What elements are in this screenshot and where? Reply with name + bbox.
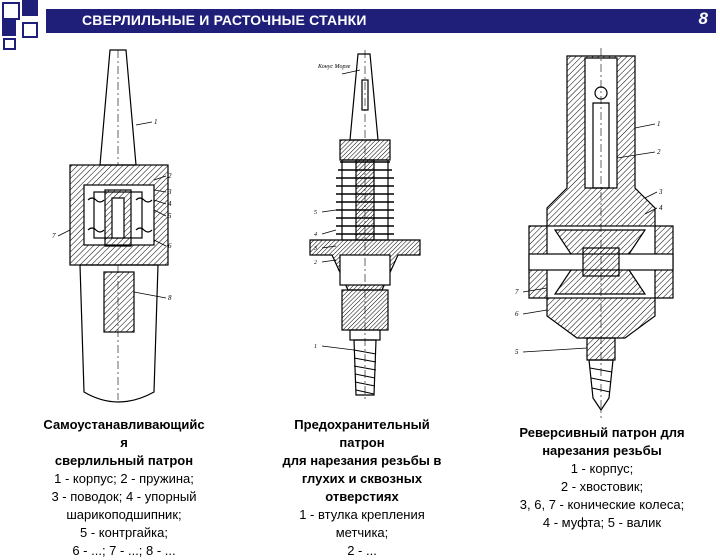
tapping-chuck-figure: Конус Морзе 5 4 3 2 1	[309, 50, 421, 400]
fig-label: 5	[168, 212, 172, 220]
caption-tapping-chuck: Предохранительный патрон для нарезания р…	[262, 416, 462, 560]
caption-line: 6 - ...; 7 - ...; 8 - ...	[72, 543, 176, 558]
caption-reversing-chuck: Реверсивный патрон для нарезания резьбы …	[494, 424, 710, 532]
fig-label: 3	[313, 246, 317, 252]
fig-label: 8	[168, 294, 172, 302]
caption-title-line: Предохранительный	[294, 417, 430, 432]
fig-label: 4	[168, 200, 172, 208]
fig-label: 6	[515, 310, 519, 318]
caption-line: метчика;	[335, 525, 389, 540]
fig-label: 2	[168, 172, 172, 180]
caption-title-line: глухих и сквозных	[301, 471, 423, 486]
fig-label: 3	[658, 188, 663, 196]
fig-label: 7	[52, 232, 56, 240]
caption-line: 5 - контргайка;	[80, 525, 168, 540]
caption-line: 2 - ...	[347, 543, 377, 558]
fig-label: 2	[657, 148, 661, 156]
page-title: СВЕРЛИЛЬНЫЕ И РАСТОЧНЫЕ СТАНКИ	[82, 12, 367, 28]
caption-line: шарикоподшипник;	[66, 507, 182, 522]
caption-line: 1 - втулка крепления	[299, 507, 425, 522]
caption-line: 3 - поводок; 4 - упорный	[51, 489, 197, 504]
caption-title-line: Реверсивный патрон для	[519, 425, 685, 440]
caption-title-line: патрон	[339, 435, 385, 450]
fig-label: 4	[314, 231, 317, 238]
fig-label: 4	[659, 204, 663, 212]
fig-label: 2	[314, 260, 317, 266]
corner-decoration	[0, 0, 60, 50]
caption-drill-chuck: Самоустанавливающийс я сверлильный патро…	[24, 416, 224, 560]
fig-label: 7	[515, 288, 519, 296]
caption-title-line: сверлильный патрон	[54, 453, 194, 468]
caption-line: 1 - корпус; 2 - пружина;	[54, 471, 194, 486]
fig-label: 5	[515, 348, 519, 356]
reversing-chuck-figure: 1 2 3 4 7 6 5	[515, 48, 674, 418]
caption-title-line: отверстиях	[325, 489, 399, 504]
caption-line: 1 - корпус;	[570, 461, 634, 476]
caption-title-line: Самоустанавливающийс	[43, 417, 205, 432]
page-number: 8	[698, 9, 708, 28]
caption-title-line: для нарезания резьбы в	[282, 453, 442, 468]
caption-title-line: нарезания резьбы	[542, 443, 662, 458]
caption-line: 4 - муфта; 5 - валик	[542, 515, 662, 530]
fig-label: 6	[168, 242, 172, 250]
fig-label: 3	[167, 188, 172, 196]
drill-chuck-figure: 1 2 3 4 5 6 7 8	[52, 49, 172, 403]
fig-label: 5	[314, 210, 317, 216]
fig-label: 1	[154, 118, 158, 126]
fig-label: 1	[657, 120, 661, 128]
caption-title-line: я	[120, 435, 128, 450]
header-bar	[46, 9, 716, 33]
fig-label: 1	[314, 344, 317, 350]
caption-line: 3, 6, 7 - конические колеса;	[519, 497, 685, 512]
caption-line: 2 - хвостовик;	[560, 479, 644, 494]
fig-label: Конус Морзе	[317, 64, 351, 70]
